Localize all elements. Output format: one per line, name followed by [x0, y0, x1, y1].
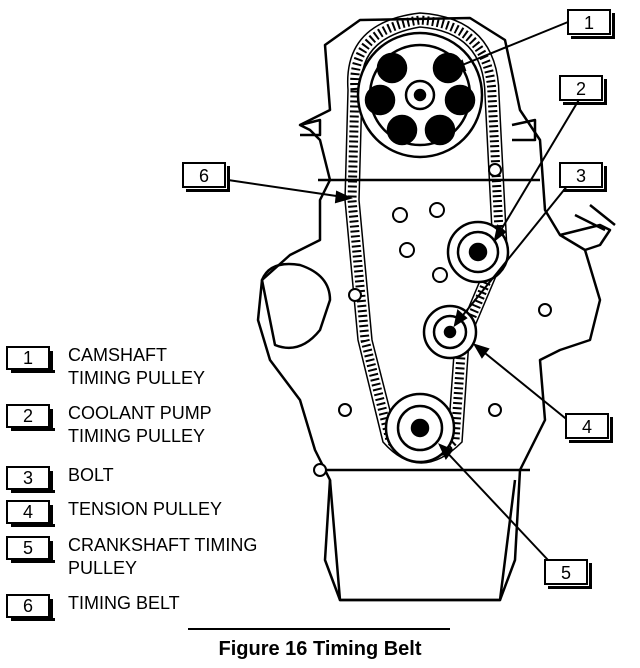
- callout-box-2: 2: [559, 75, 607, 105]
- leader-3: [454, 184, 569, 326]
- legend-label-3: BOLT: [68, 465, 114, 485]
- callout-box-6: 6: [182, 162, 230, 192]
- callout-box-4: 4: [565, 413, 613, 443]
- callout-num-5: 5: [561, 563, 571, 583]
- oil-pan: [328, 479, 517, 602]
- legend-label-2: COOLANT PUMP TIMING PULLEY: [68, 403, 212, 446]
- callout-box-3: 3: [559, 162, 607, 192]
- legend-num-5: 5: [6, 536, 55, 563]
- callout-boxes: 1 2 3 4 5 6: [182, 9, 615, 589]
- legend-num-2: 2: [6, 404, 55, 431]
- legend-label-1: CAMSHAFT TIMING PULLEY: [68, 345, 206, 388]
- legend-label-4: TENSION PULLEY: [68, 499, 223, 519]
- leader-1: [449, 21, 569, 71]
- legend-num-4: 4: [6, 500, 55, 527]
- caption-rule: [188, 628, 450, 630]
- right-stud: [511, 118, 537, 142]
- side-cover: [260, 262, 332, 350]
- leader-6: [227, 179, 351, 199]
- callout-num-1: 1: [584, 13, 594, 33]
- callout-num-6: 6: [199, 166, 209, 186]
- callout-num-3: 3: [576, 166, 586, 186]
- legend-num-3: 3: [6, 466, 55, 493]
- legend-num-1: 1: [6, 346, 55, 373]
- legend-label-6: TIMING BELT: [68, 593, 180, 613]
- figure-caption: Figure 16 Timing Belt: [218, 638, 422, 660]
- legend-num-6: 6: [6, 594, 55, 621]
- callout-num-2: 2: [576, 79, 586, 99]
- intake-pipe: [559, 223, 612, 252]
- callout-box-1: 1: [567, 9, 615, 39]
- leader-4: [474, 344, 571, 423]
- left-stud: [299, 118, 322, 137]
- callout-box-5: 5: [544, 559, 592, 589]
- leader-2: [494, 97, 581, 241]
- dipstick: [574, 204, 616, 232]
- callout-num-4: 4: [582, 417, 592, 437]
- legend-label-5: CRANKSHAFT TIMING PULLEY: [68, 535, 258, 578]
- leader-5: [439, 444, 549, 561]
